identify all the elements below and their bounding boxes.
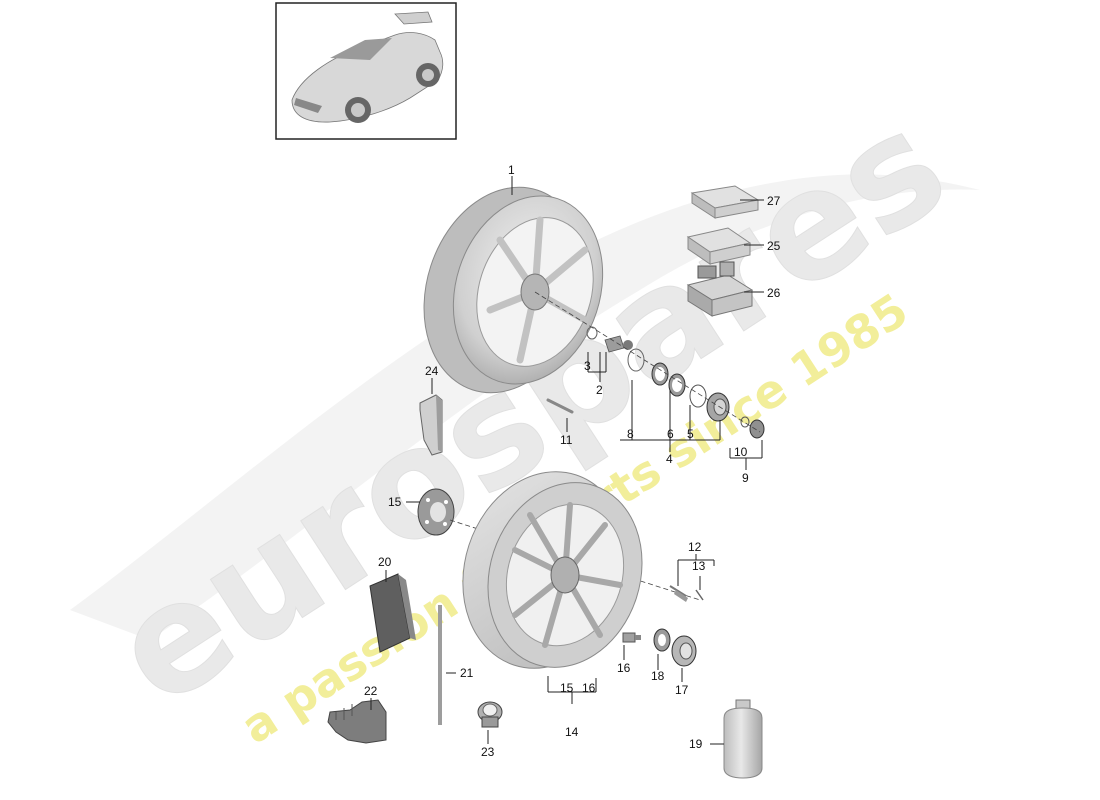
callout-5: 5 — [687, 427, 694, 441]
callout-9: 9 — [742, 471, 749, 485]
valve-assembly — [586, 326, 633, 353]
watermark-swoosh — [70, 174, 980, 640]
bolt-16 — [622, 632, 641, 643]
box-27 — [690, 185, 760, 219]
callout-19: 19 — [689, 737, 703, 751]
callout-labels: 1 3 2 8 6 5 4 10 9 11 24 15 20 21 22 23 … — [364, 163, 781, 759]
glove-22 — [327, 699, 387, 744]
callout-15-upper: 15 — [388, 495, 402, 509]
callout-16-lower: 16 — [582, 681, 596, 695]
pin-11 — [546, 398, 574, 414]
callout-17: 17 — [675, 683, 689, 697]
box-25 — [686, 227, 752, 265]
callout-14: 14 — [565, 725, 579, 739]
callout-11: 11 — [560, 433, 573, 447]
car-thumbnail — [275, 2, 457, 140]
callout-27: 27 — [767, 194, 781, 208]
callout-13: 13 — [692, 559, 706, 573]
callout-21: 21 — [460, 666, 474, 680]
callout-15-lower: 15 — [560, 681, 574, 695]
callout-3: 3 — [584, 359, 591, 373]
cap-parts — [740, 416, 765, 439]
leader-lines — [370, 176, 764, 745]
callout-25: 25 — [767, 239, 781, 253]
callout-10: 10 — [734, 445, 748, 459]
callout-6: 6 — [667, 427, 674, 441]
callout-16: 16 — [617, 661, 631, 675]
callout-24: 24 — [425, 364, 439, 378]
center-lock-nut — [706, 392, 730, 422]
lower-nut-assembly — [653, 628, 697, 667]
car-illustration — [291, 11, 444, 123]
bottle-19 — [723, 699, 763, 779]
callout-2: 2 — [596, 383, 603, 397]
callout-18: 18 — [651, 669, 665, 683]
spacer-plate-15 — [417, 488, 455, 536]
pouch-20 — [369, 573, 416, 653]
callout-12: 12 — [688, 540, 702, 554]
wheel-lower — [462, 471, 643, 669]
adapter-23 — [477, 701, 503, 728]
callout-4: 4 — [666, 452, 673, 466]
bracket-24 — [419, 394, 443, 456]
valve-stems — [669, 585, 704, 602]
assembly-axis-upper — [534, 291, 761, 433]
spacer-rings — [627, 348, 707, 408]
callout-8: 8 — [627, 427, 634, 441]
callout-22: 22 — [364, 684, 378, 698]
callout-1: 1 — [508, 163, 515, 177]
callout-20: 20 — [378, 555, 392, 569]
callout-23: 23 — [481, 745, 495, 759]
callout-26: 26 — [767, 286, 781, 300]
case-26 — [686, 261, 754, 317]
